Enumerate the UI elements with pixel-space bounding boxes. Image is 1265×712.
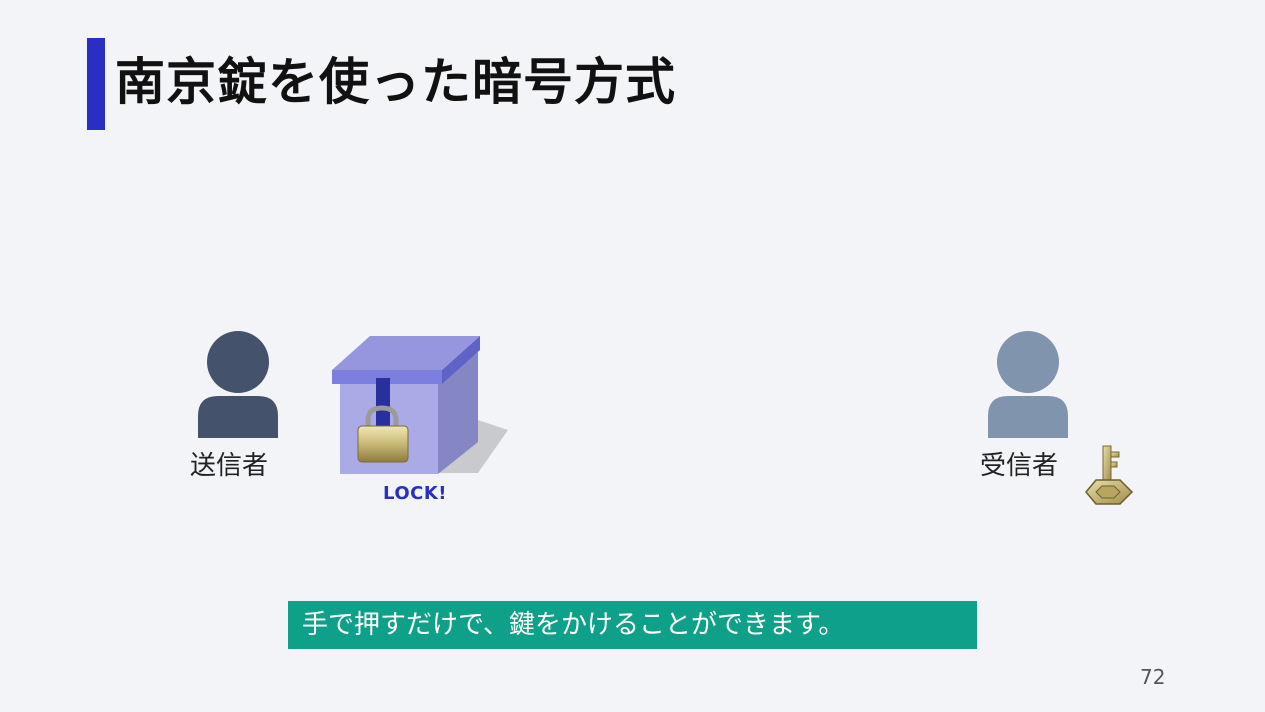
sender-person-icon [190, 328, 290, 438]
receiver-person-icon [980, 328, 1080, 438]
page-number: 72 [1140, 665, 1166, 689]
sender-label: 送信者 [190, 451, 269, 481]
title-accent-bar [87, 38, 105, 130]
padlock-icon [352, 402, 412, 466]
receiver-label: 受信者 [980, 451, 1059, 481]
lock-label: LOCK! [383, 483, 447, 504]
key-icon [1080, 440, 1136, 510]
caption-banner: 手で押すだけで、鍵をかけることができます。 [288, 601, 977, 649]
locked-box-icon [330, 330, 520, 480]
slide-title: 南京錠を使った暗号方式 [115, 53, 676, 111]
